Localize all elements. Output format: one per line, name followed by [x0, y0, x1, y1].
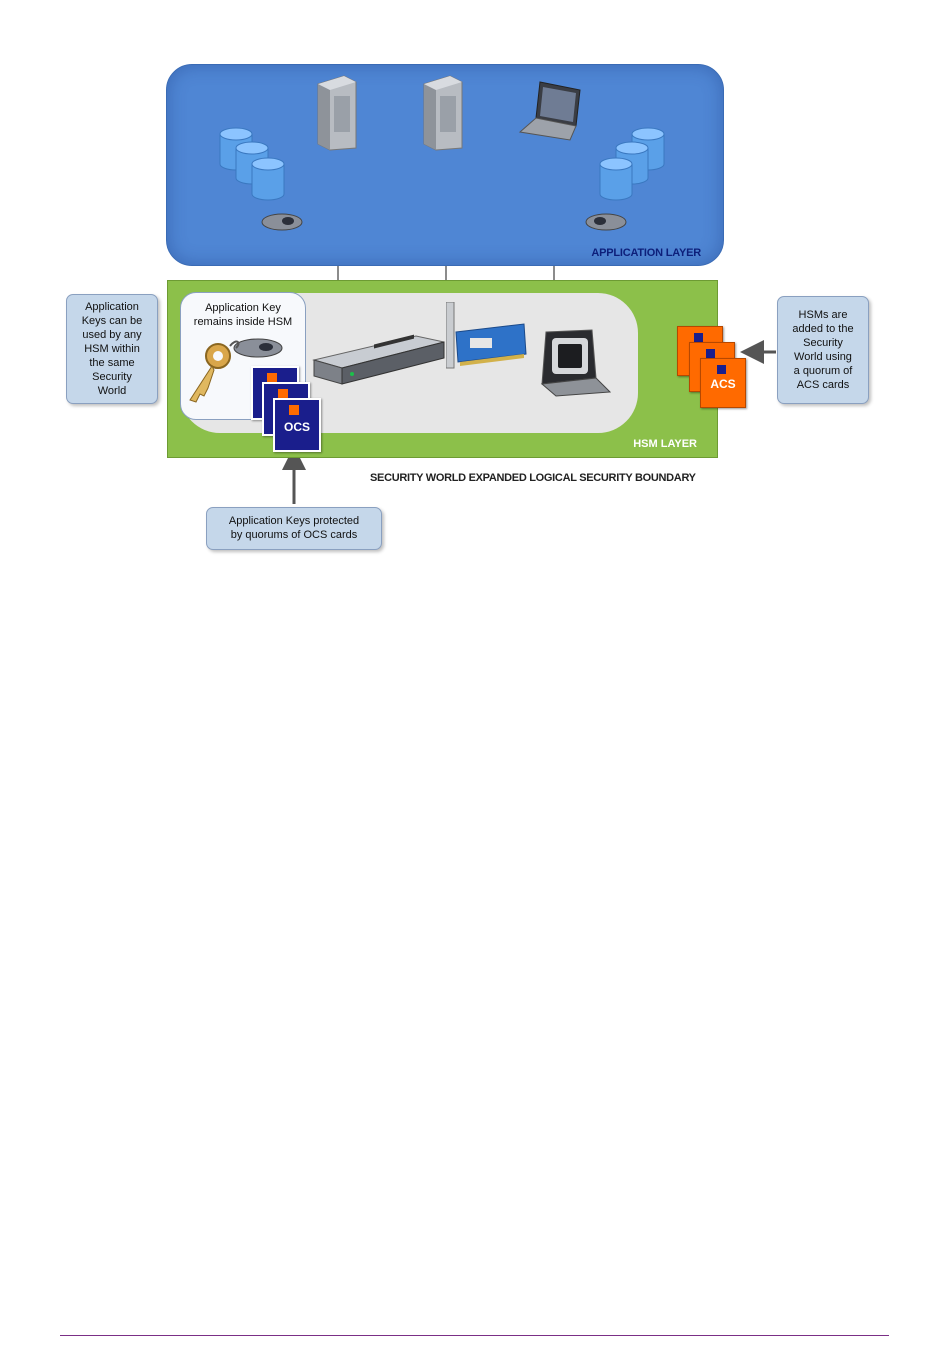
card-chip [289, 405, 299, 415]
database-stack-right-icon [599, 127, 665, 201]
ocs-card-front: OCS [273, 398, 321, 452]
application-key-line: remains inside HSM [193, 316, 293, 328]
callout-line: Keys can be [81, 315, 143, 327]
hsm-appliance-icon [312, 334, 445, 385]
hsm-pcie-card-icon [446, 302, 527, 369]
acs-card-front: ACS [700, 358, 746, 408]
hsm-usb-device-icon [540, 329, 612, 397]
callout-line: World using [794, 351, 852, 363]
callout-line: HSM within [84, 343, 140, 355]
callout-line: a quorum of [793, 365, 853, 377]
callout-line: Application Keys protected [228, 515, 360, 527]
callout-hsms-added-acs: HSMs are added to the Security World usi… [777, 296, 869, 404]
hsm-layer-label: HSM LAYER [633, 438, 697, 450]
callout-ocs-quorums: Application Keys protected by quorums of… [206, 507, 382, 550]
card-chip [278, 389, 288, 399]
server-tower-left-icon [317, 75, 357, 151]
server-tower-right-icon [423, 75, 463, 151]
acs-card-label: ACS [710, 377, 736, 391]
card-chip [267, 373, 277, 383]
callout-line: by quorums of OCS cards [230, 529, 358, 541]
application-key-line: Application Key [205, 302, 281, 314]
callout-line: ACS cards [796, 379, 850, 391]
callout-line: the same [89, 357, 135, 369]
callout-line: used by any [82, 329, 142, 341]
callout-line: HSMs are [798, 309, 848, 321]
callout-application-keys-any-hsm: Application Keys can be used by any HSM … [66, 294, 158, 404]
database-stack-left-icon [219, 127, 285, 201]
card-chip [706, 349, 715, 358]
key-fob-right-icon [585, 213, 627, 231]
laptop-icon [518, 81, 581, 141]
keys-icon [189, 338, 283, 403]
security-boundary-label: SECURITY WORLD EXPANDED LOGICAL SECURITY… [370, 472, 696, 484]
callout-line: World [97, 385, 127, 397]
callout-line: Security [803, 337, 843, 349]
application-layer-label: APPLICATION LAYER [591, 247, 701, 259]
callout-line: Application [85, 301, 139, 313]
callout-line: Security [92, 371, 132, 383]
card-chip [694, 333, 703, 342]
page-footer-rule [60, 1335, 889, 1336]
ocs-card-label: OCS [283, 420, 310, 434]
callout-line: added to the [792, 323, 854, 335]
key-fob-left-icon [261, 213, 303, 231]
application-key-text: Application Key remains inside HSM [181, 301, 305, 329]
card-chip [717, 365, 726, 374]
